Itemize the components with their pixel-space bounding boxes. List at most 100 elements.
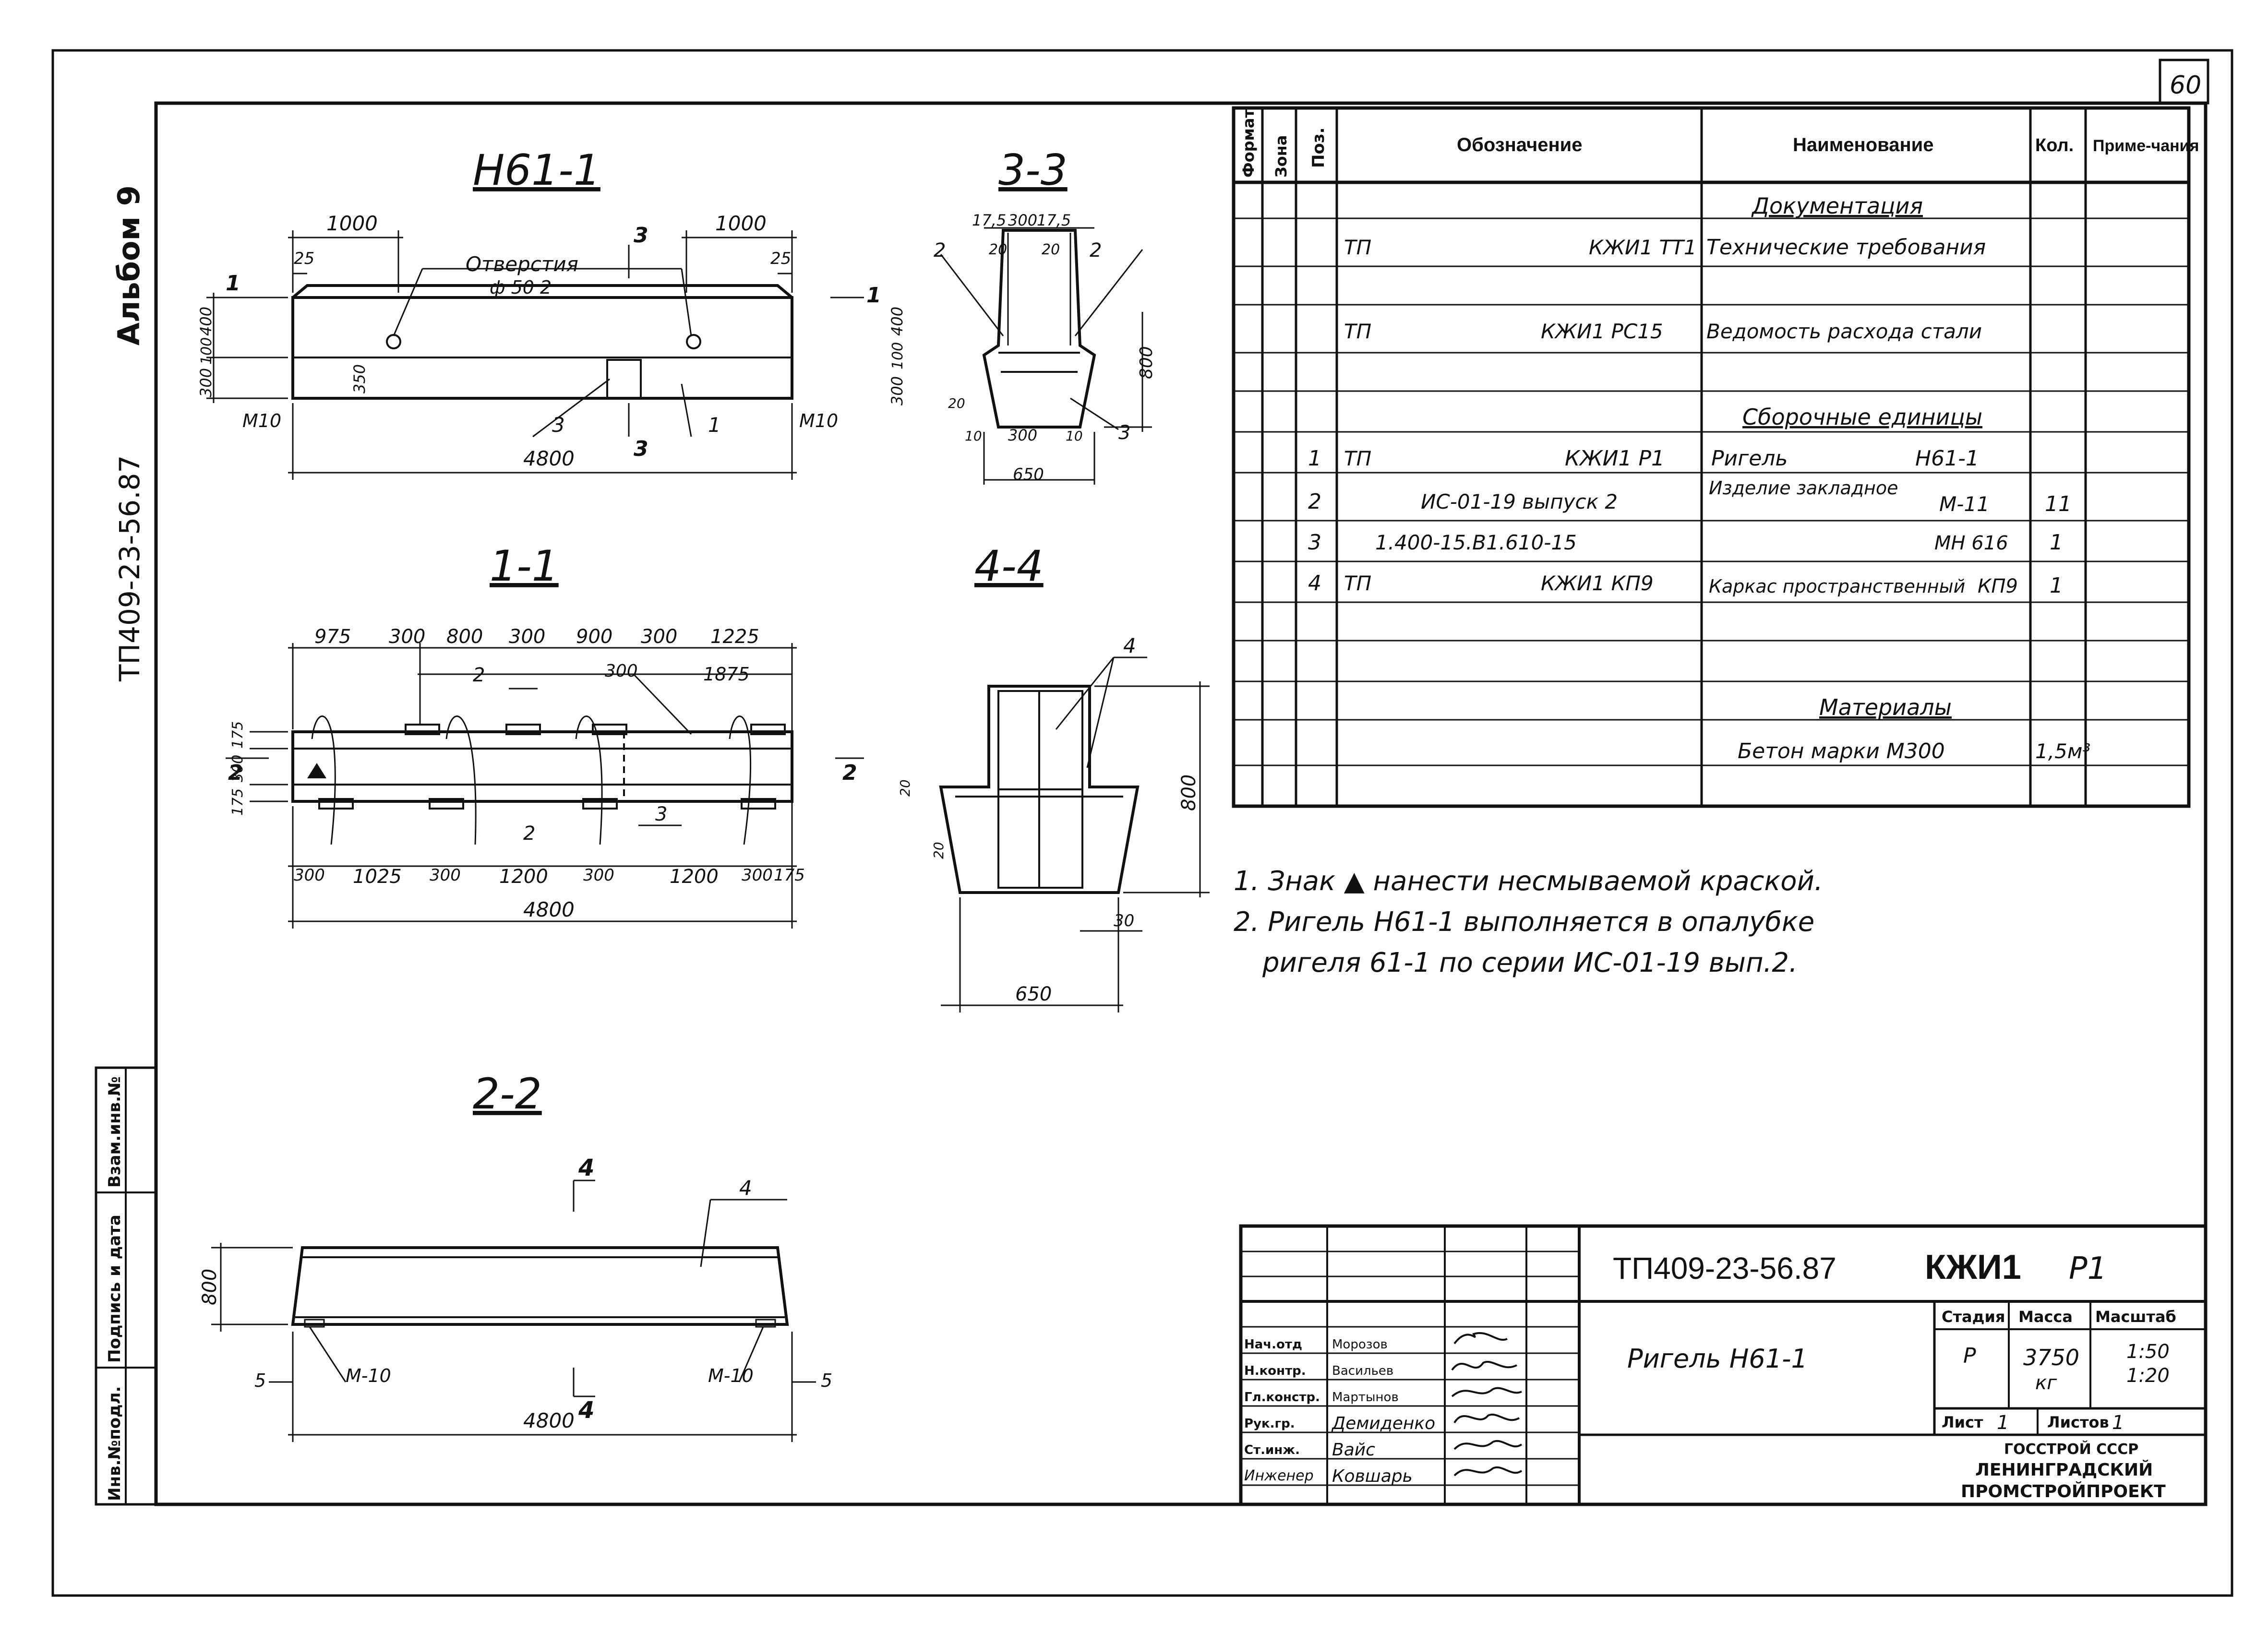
spec-row-1-pos: 1	[1308, 446, 1321, 471]
s33-dim-20-a: 20	[989, 241, 1007, 258]
spec-row-tt-des-a: ТП	[1344, 236, 1371, 259]
nb-dim-4800: 4800	[523, 447, 575, 470]
s22-dim-5-left: 5	[254, 1370, 266, 1391]
view-s11: 1-1	[226, 541, 864, 929]
nb-pos-3: 3	[552, 413, 565, 437]
s11-dim-4800: 4800	[523, 898, 575, 921]
signature-1	[1453, 1332, 1508, 1345]
s11-bottom-dim-1025: 1025	[353, 866, 402, 888]
spec-row-4-qty: 1	[2050, 573, 2063, 598]
nb-holes-diameter: ф 50 2	[490, 277, 552, 298]
spec-header-designation: Обозначение	[1457, 134, 1582, 155]
spec-header-qty: Кол.	[2035, 135, 2074, 155]
tb-project-code: ТП409-23-56.87	[1613, 1251, 1836, 1286]
left-project-code: ТП409-23-56.87	[113, 455, 146, 682]
s33-dim-20-c: 20	[948, 395, 965, 411]
nb-dim-25-left: 25	[294, 249, 314, 268]
spec-row-4-des-a: ТП	[1344, 572, 1371, 595]
s44-dim-20-b: 20	[931, 842, 947, 859]
tb-scale-2: 1:20	[2126, 1365, 2170, 1387]
spec-row-rs-des-a: ТП	[1344, 320, 1371, 343]
s33-pos-3: 3	[1118, 422, 1130, 444]
s11-pos-3: 3	[655, 803, 667, 825]
spec-section-materials: Материалы	[1819, 694, 1952, 720]
spec-header-pos: Поз.	[1309, 128, 1328, 168]
s11-left-dim-175-bottom: 175	[229, 788, 246, 816]
spec-row-2-name: Изделие закладное	[1709, 477, 1898, 499]
s44-pos-4: 4	[1123, 634, 1136, 657]
nb-holes-label: Отверстия	[466, 252, 578, 276]
tb-name-4: Демиденко	[1331, 1414, 1435, 1433]
s33-dim-17-5-left: 17,5	[972, 211, 1006, 229]
tb-stage: Р	[1963, 1344, 1976, 1368]
spec-table	[1232, 106, 2191, 808]
tb-name-2: Васильев	[1332, 1364, 1393, 1378]
spec-row-2-des-b: ИС-01-19 выпуск 2	[1421, 490, 1618, 513]
s33-dim-650: 650	[1013, 465, 1044, 484]
spec-row-2-qty: 11	[2045, 492, 2072, 516]
s33-pos-2-left: 2	[934, 239, 946, 262]
note-2: 2. Ригель Н61-1 выполняется в опалубке	[1234, 906, 1814, 938]
tb-sheets-label: Листов	[2047, 1413, 2109, 1431]
view-nb: Н61-1 1000 1000 25	[197, 145, 881, 480]
stamp-vzam-inv: Взам.инв.№	[105, 1076, 124, 1188]
title-block	[1239, 1224, 2208, 1506]
spec-header-name: Наименование	[1793, 134, 1933, 155]
s11-dim-1875: 1875	[703, 664, 750, 685]
spec-row-tt-name: Технические требования	[1706, 235, 1986, 260]
tb-mass: 3750	[2023, 1345, 2079, 1370]
s33-dim-400: 400	[888, 307, 906, 336]
stamp-inv-podl: Инв.№подл.	[105, 1386, 124, 1501]
tb-scale-label: Масштаб	[2095, 1308, 2176, 1326]
note-1: 1. Знак ▲ нанести несмываемой краской.	[1234, 866, 1823, 897]
spec-row-1-name: Ригель	[1711, 446, 1788, 471]
s33-dim-20-b: 20	[1042, 241, 1060, 258]
spec-row-4-pos: 4	[1308, 571, 1321, 596]
s11-bottom-dim-300b: 300	[430, 866, 461, 885]
spec-row-rs-des-b: КЖИ1 РС15	[1541, 320, 1663, 343]
s22-dim-5-right: 5	[821, 1370, 832, 1391]
s11-top-dim-975: 975	[314, 626, 351, 648]
spec-header-note: Приме-чания	[2093, 137, 2199, 155]
s33-dim-300-top: 300	[1008, 211, 1037, 229]
tb-role-6: Инженер	[1244, 1467, 1314, 1484]
signature-6	[1453, 1466, 1523, 1477]
nb-cut-3-top: 3	[634, 223, 648, 248]
s11-top-dim-900: 900	[576, 626, 612, 648]
tb-scale-1: 1:50	[2126, 1341, 2170, 1363]
tb-sheet: 1	[1997, 1412, 2009, 1434]
nb-pos-1: 1	[708, 413, 721, 437]
tb-org-3: ПРОМСТРОЙПРОЕКТ	[1961, 1481, 2166, 1501]
spec-row-4-name-b: КП9	[1978, 575, 2018, 597]
tb-sheet-label: Лист	[1942, 1413, 1983, 1431]
s33-pos-2-right: 2	[1090, 239, 1102, 262]
tb-name-5: Вайс	[1332, 1440, 1375, 1460]
tb-role-2: Н.контр.	[1244, 1364, 1306, 1378]
view-s22-title: 2-2	[473, 1069, 542, 1119]
stamp-signature-date: Подпись и дата	[105, 1215, 124, 1363]
spec-row-1-des-a: ТП	[1344, 447, 1371, 470]
s33-dim-10-right: 10	[1066, 428, 1083, 444]
inner-frame	[154, 101, 2208, 1506]
view-nb-title: Н61-1	[473, 145, 600, 195]
s11-bottom-dim-300d: 300	[742, 866, 773, 885]
spec-row-3-pos: 3	[1308, 530, 1321, 555]
tb-role-1: Нач.отд	[1244, 1337, 1302, 1352]
s44-dim-20-a: 20	[897, 779, 913, 797]
signature-4	[1453, 1414, 1520, 1424]
nb-cut-1-left: 1	[226, 271, 240, 296]
s44-dim-30: 30	[1114, 911, 1134, 930]
outer-frame	[51, 49, 2233, 1597]
s11-top-dim-1225: 1225	[710, 626, 759, 648]
s11-top-dim-300b: 300	[509, 626, 545, 648]
tb-drawing-name: Ригель Н61-1	[1627, 1344, 1808, 1374]
s22-cut-4-bottom: 4	[578, 1397, 594, 1424]
s11-pos-2-bottom: 2	[523, 822, 535, 845]
spec-row-1-des-b: КЖИ1 Р1	[1565, 446, 1665, 471]
tb-org-1: ГОССТРОЙ СССР	[2004, 1441, 2138, 1458]
tb-role-4: Рук.гр.	[1244, 1417, 1295, 1431]
s22-dim-800: 800	[199, 1269, 221, 1305]
spec-row-2-pos: 2	[1308, 489, 1321, 514]
s44-dim-650: 650	[1015, 983, 1052, 1005]
